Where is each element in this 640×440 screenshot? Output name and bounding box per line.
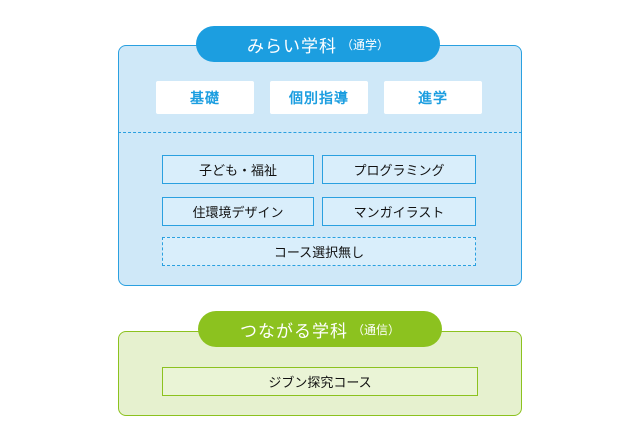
tsunagaru-title: つながる学科 [239,321,348,342]
track-individual: 個別指導 [270,81,368,114]
course-childcare: 子ども・福祉 [162,155,314,184]
track-basic: 基礎 [156,81,254,114]
course-jibun-tankyu: ジブン探究コース [162,367,478,396]
mirai-title-pill: みらい学科 （通学） [196,26,440,62]
mirai-title: みらい学科 [246,36,337,57]
tsunagaru-title-pill: つながる学科 （通信） [198,311,442,347]
mirai-subtitle: （通学） [340,37,389,52]
tsunagaru-subtitle: （通信） [351,322,400,337]
course-none: コース選択無し [162,237,476,266]
course-programming: プログラミング [322,155,476,184]
course-housing-design: 住環境デザイン [162,197,314,226]
course-manga-illust: マンガイラスト [322,197,476,226]
track-advance: 進学 [384,81,482,114]
mirai-divider [118,132,522,133]
